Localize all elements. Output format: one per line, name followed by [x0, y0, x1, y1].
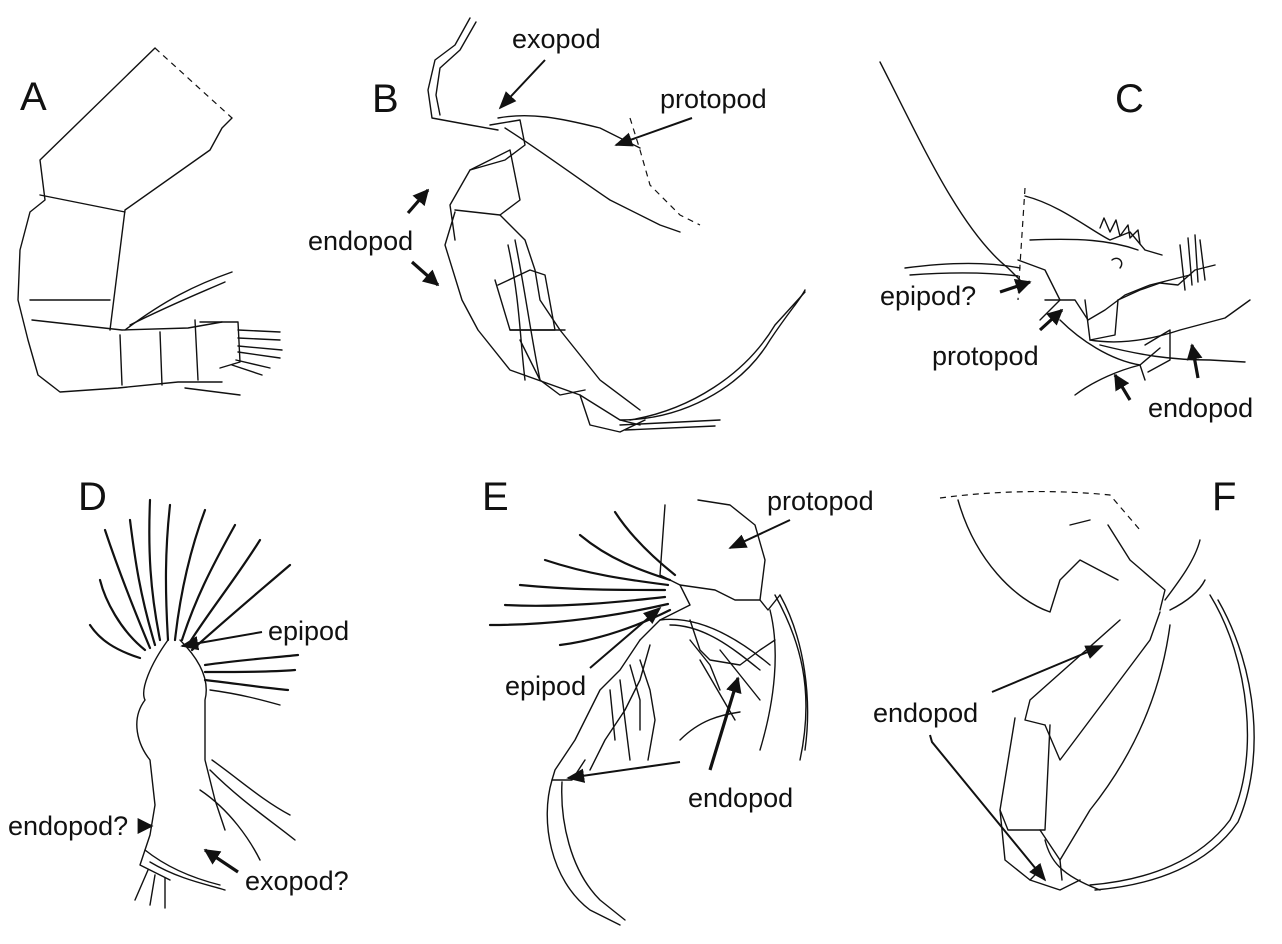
- panel-b-letter: B: [372, 77, 399, 121]
- label-e-protopod: protopod: [767, 486, 874, 516]
- panel-b-drawing: [428, 18, 805, 432]
- label-d-exopod: exopod?: [245, 866, 349, 896]
- label-f-endopod: endopod: [873, 698, 978, 728]
- panel-a-letter: A: [20, 75, 47, 119]
- panel-e-drawing: [490, 500, 808, 925]
- panel-b: B exopod protopod endopod: [308, 18, 805, 432]
- label-c-epipod: epipod?: [880, 281, 976, 311]
- label-c-endopod: endopod: [1148, 393, 1253, 423]
- label-b-protopod: protopod: [660, 84, 767, 114]
- panel-c-letter: C: [1115, 77, 1144, 121]
- panel-a-drawing: [18, 48, 282, 395]
- label-b-exopod: exopod: [512, 24, 601, 54]
- label-e-endopod: endopod: [688, 783, 793, 813]
- panel-f-letter: F: [1212, 475, 1236, 519]
- label-d-endopod: endopod?: [8, 811, 128, 841]
- panel-c: C epipod? protopod endopod: [880, 62, 1253, 423]
- panel-f-drawing: [940, 492, 1254, 890]
- label-e-epipod: epipod: [505, 671, 586, 701]
- panel-d: D epipod endopod? exo: [8, 475, 349, 908]
- panel-a: A: [18, 48, 282, 395]
- panel-e-letter: E: [482, 475, 509, 519]
- panel-d-letter: D: [78, 475, 107, 519]
- label-b-endopod: endopod: [308, 226, 413, 256]
- panel-e: E protopod epipod end: [482, 475, 874, 925]
- label-d-epipod: epipod: [268, 616, 349, 646]
- label-c-protopod: protopod: [932, 341, 1039, 371]
- panel-f: F endopod: [873, 475, 1254, 890]
- panel-d-drawing: [90, 500, 298, 908]
